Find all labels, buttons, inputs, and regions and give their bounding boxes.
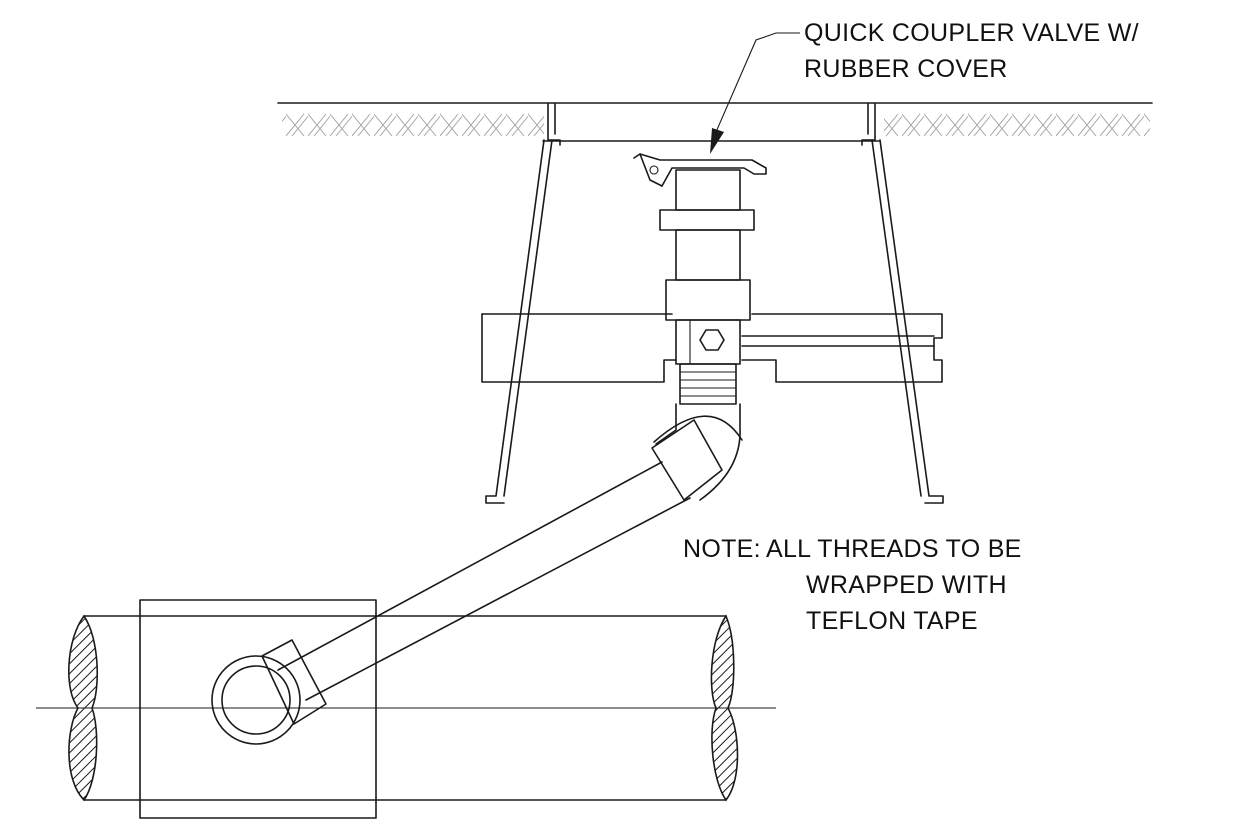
note-prefix: NOTE:: [683, 535, 761, 563]
note-line2: WRAPPED WITH: [806, 571, 1007, 599]
main-pipe: [36, 599, 776, 819]
callout-label-line1: QUICK COUPLER VALVE W/: [804, 19, 1139, 47]
valve-box: [485, 103, 944, 504]
finish-grade: [277, 102, 1153, 140]
quick-coupler-valve: [481, 153, 943, 405]
note-line3: TEFLON TAPE: [806, 607, 978, 635]
callout-leader: [710, 32, 800, 154]
callout-label-line2: RUBBER COVER: [804, 55, 1008, 83]
swing-joint-riser: [211, 403, 743, 745]
note-line1: ALL THREADS TO BE: [766, 535, 1022, 563]
